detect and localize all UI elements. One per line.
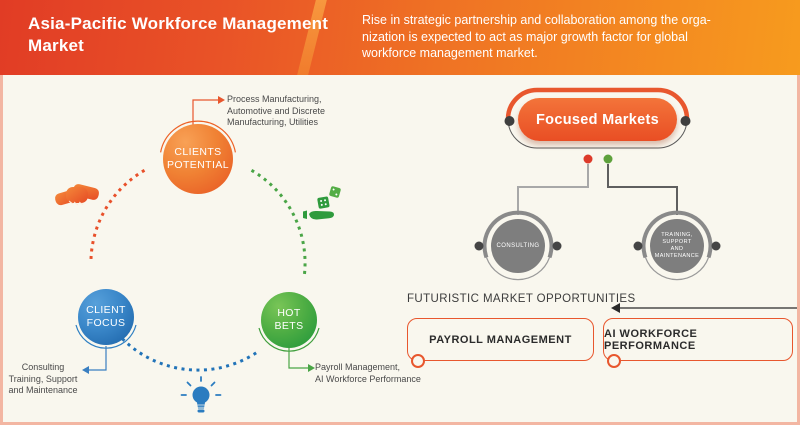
cycle-node-hot-bets: HOT BETS <box>261 292 317 348</box>
cycle-arc-blue <box>116 332 258 372</box>
header-banner: Asia-Pacific Workforce Management Market… <box>0 0 800 75</box>
opportunity-box-payroll-management: PAYROLL MANAGEMENT <box>407 318 594 361</box>
arrow-right-icon <box>218 96 225 104</box>
cycle-arc-green <box>250 169 307 279</box>
focused-markets-pill: Focused Markets <box>518 98 677 141</box>
branch-rings <box>474 210 721 281</box>
cycle-arc-orange <box>89 169 146 260</box>
branch-node-consulting: CONSULTING <box>491 219 545 273</box>
decoration-layer <box>55 87 800 413</box>
annotation-clients-potential: Process Manufacturing, Automotive and Di… <box>227 94 326 127</box>
branch-node-training-support: TRAINING, SUPPORT AND MAINTENANCE <box>650 219 704 273</box>
box-corner-dot <box>411 354 425 368</box>
heading-arrow <box>611 303 800 313</box>
content-area: CLIENTS POTENTIAL CLIENT FOCUS HOT BETS … <box>0 75 800 425</box>
opportunities-heading: FUTURISTIC MARKET OPPORTUNITIES <box>407 293 636 305</box>
lightbulb-icon <box>180 376 222 413</box>
tree-connectors <box>517 154 678 215</box>
dice-hand-icon <box>303 186 341 220</box>
annotation-connectors <box>82 96 315 374</box>
handshake-icon <box>55 184 100 206</box>
cycle-dotted-arcs <box>89 169 307 372</box>
page-title: Asia-Pacific Workforce Management Market <box>28 14 329 55</box>
header-description: Rise in strategic partnership and collab… <box>362 13 711 60</box>
tree-dot-green <box>603 154 613 164</box>
tree-dot-red <box>583 154 593 164</box>
arrow-left-icon <box>82 366 89 374</box>
cycle-node-client-focus: CLIENT FOCUS <box>78 289 134 345</box>
arrow-left-icon <box>611 303 620 313</box>
focused-markets-outline <box>504 87 691 149</box>
cycle-node-clients-potential: CLIENTS POTENTIAL <box>163 124 233 194</box>
annotation-hot-bets: Payroll Management, AI Workforce Perform… <box>315 362 421 384</box>
box-corner-dot <box>607 354 621 368</box>
annotation-client-focus: Consulting Training, Support and Mainten… <box>8 362 78 395</box>
arrow-right-icon <box>308 364 315 372</box>
opportunity-box-ai-workforce-performance: AI WORKFORCE PERFORMANCE <box>603 318 793 361</box>
